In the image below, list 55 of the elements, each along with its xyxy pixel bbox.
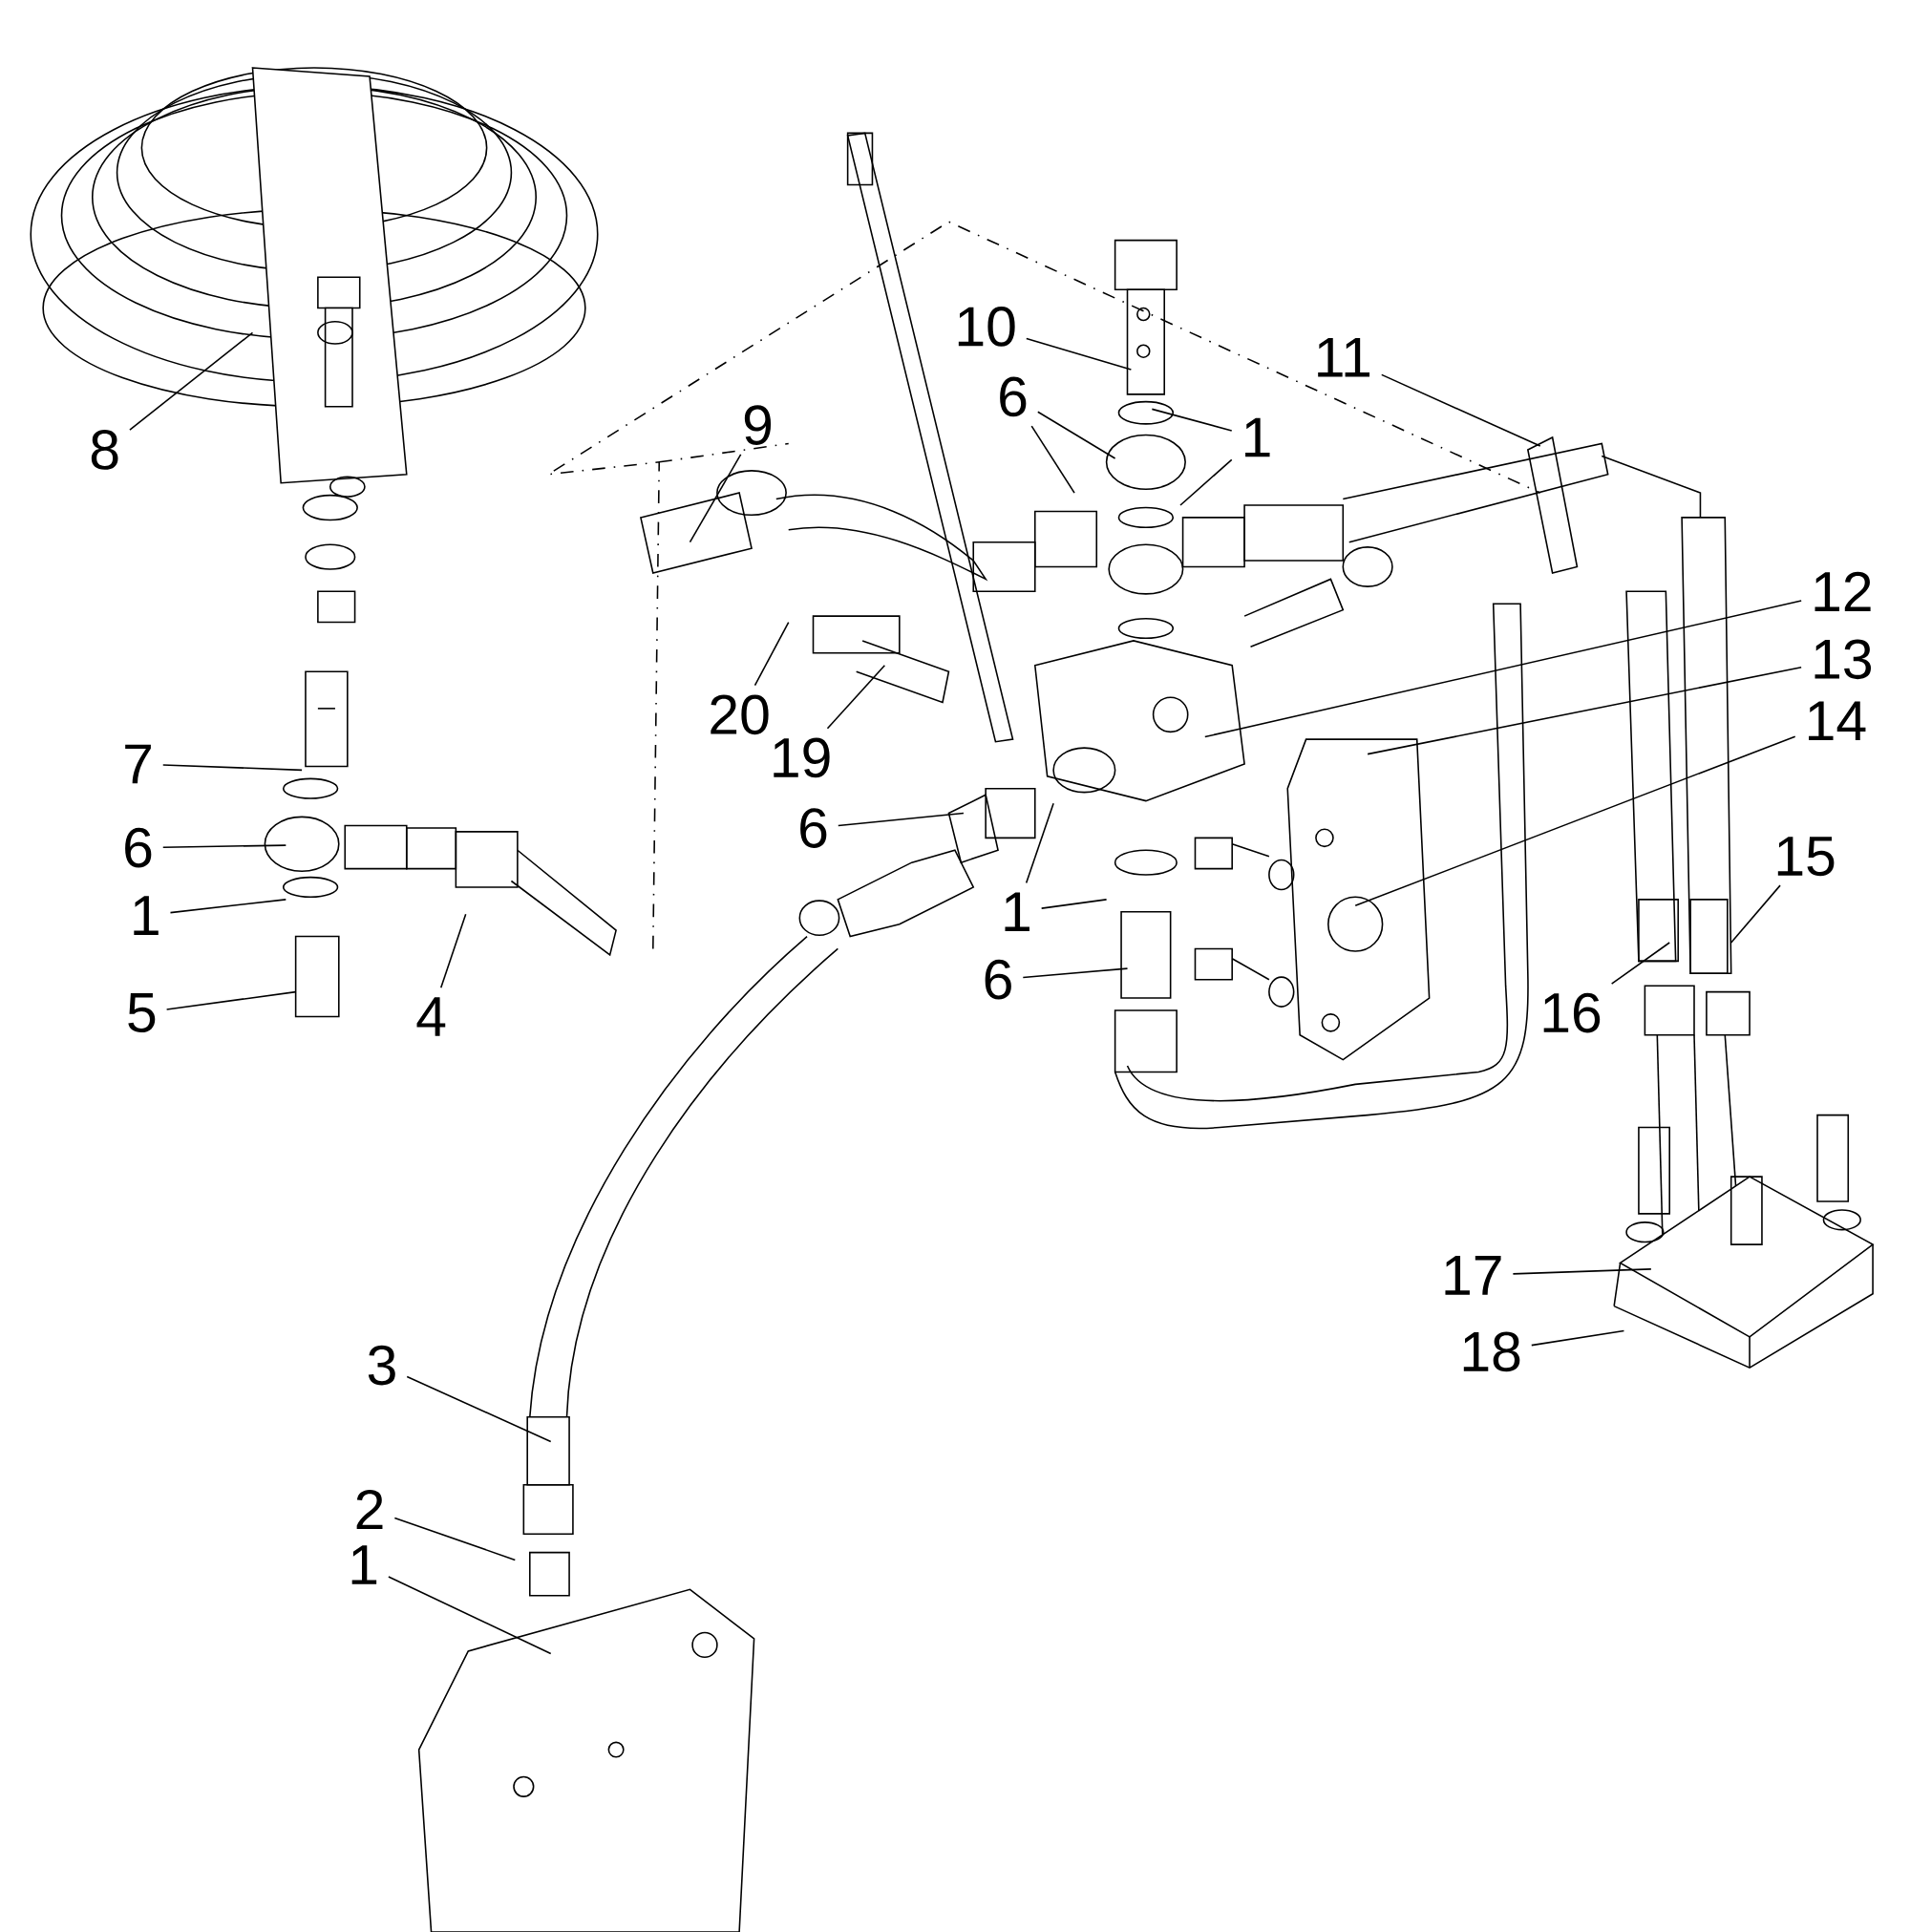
callout-number: 13 (1814, 639, 1872, 680)
callout-number: 19 (774, 737, 830, 778)
leader-line (753, 621, 790, 687)
leader-line (1022, 967, 1129, 979)
leader-line (1531, 1329, 1625, 1347)
leader-line (162, 844, 287, 848)
callout-number: 1 (1005, 892, 1030, 932)
callout-number: 6 (1000, 376, 1027, 417)
leader-line (1026, 802, 1055, 884)
callout-number: 15 (1777, 837, 1835, 877)
leader-line (1179, 458, 1233, 506)
callout-number: 6 (800, 808, 827, 848)
leader-line (1151, 408, 1233, 432)
leader-line (1381, 373, 1541, 447)
leader-line (1204, 600, 1803, 738)
callout-number: 6 (985, 959, 1011, 1000)
leader-line (1041, 899, 1108, 909)
callout-number: 6 (125, 827, 152, 868)
leader-line (406, 1375, 552, 1443)
callout-number: 2 (356, 1489, 383, 1530)
callout-number: 5 (128, 993, 156, 1033)
callout-number: 20 (711, 694, 769, 735)
leader-line (1354, 735, 1796, 907)
callout-number: 1 (134, 896, 159, 935)
callout-number: 1 (1245, 417, 1270, 457)
leader-line (388, 1576, 552, 1655)
leader-line (1730, 884, 1781, 944)
leader-line (1610, 942, 1671, 985)
callout-number: 9 (744, 405, 772, 445)
leader-line (838, 812, 965, 827)
leader-line (1367, 667, 1803, 755)
leader-line (689, 454, 742, 543)
leader-line (169, 899, 287, 914)
leader-line (162, 764, 303, 772)
leader-line (393, 1517, 517, 1561)
callout-number: 4 (416, 997, 446, 1036)
callout-number: 18 (1463, 1331, 1520, 1372)
callout-number: 10 (958, 307, 1015, 347)
callout-number: 7 (125, 744, 152, 784)
callout-number: 16 (1543, 992, 1601, 1033)
callout-number: 11 (1318, 337, 1370, 377)
leader-line (1026, 337, 1133, 371)
callout-number: 14 (1809, 701, 1866, 741)
callout-number: 1 (351, 1545, 377, 1584)
callout-number: 3 (368, 1345, 395, 1386)
leader-line (1512, 1268, 1652, 1275)
leader-line (129, 331, 254, 431)
callout-number: 17 (1445, 1256, 1501, 1295)
leader-line (1030, 425, 1075, 494)
callout-number: 12 (1814, 571, 1871, 611)
leader-line (440, 913, 467, 989)
leader-line (165, 990, 297, 1010)
callout-number: 8 (91, 430, 118, 470)
leader-line (826, 664, 886, 730)
leader-line (1037, 411, 1116, 459)
